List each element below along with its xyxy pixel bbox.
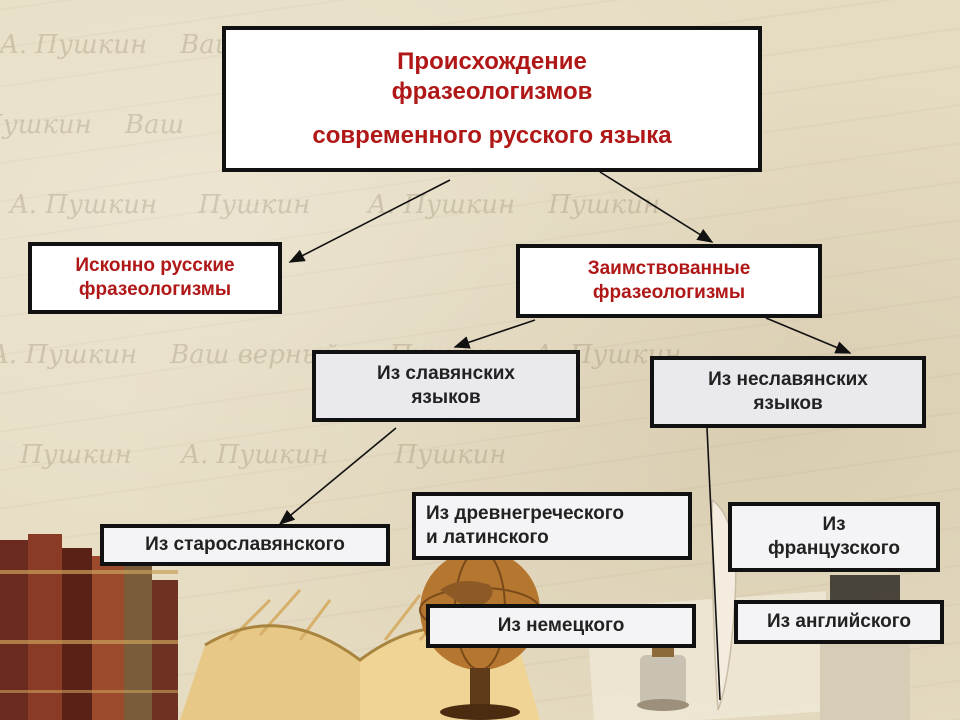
arrow-borrowed-to-nonslavic [765, 317, 852, 354]
borrowed-line-1: Заимствованные [587, 258, 751, 280]
root-title-line-3: современного русского языка [312, 122, 672, 149]
arrow-root-to-borrowed [599, 171, 714, 243]
node-from-french: Из французского [728, 502, 940, 572]
arrow-root-to-native [288, 179, 451, 263]
french-line-2: французского [768, 538, 900, 559]
greek-latin-line-1: Из древнегреческого [426, 503, 624, 525]
french-line-1: Из [822, 514, 846, 536]
borrowed-line-2: фразеологизмы [592, 282, 746, 303]
node-from-non-slavic-languages: Из неславянских языков [650, 356, 926, 428]
greek-latin-line-2: и латинского [426, 527, 549, 548]
node-native-phraseologisms: Исконно русские фразеологизмы [28, 242, 282, 314]
node-borrowed-phraseologisms: Заимствованные фразеологизмы [516, 244, 822, 318]
native-line-2: фразеологизмы [78, 279, 232, 300]
book-stack-icon [0, 534, 178, 720]
slavic-line-2: языков [411, 387, 481, 408]
node-from-slavic-languages: Из славянских языков [312, 350, 580, 422]
arrow-slavic-to-oldslavonic [278, 427, 397, 526]
english-line-1: Из английского [767, 611, 911, 633]
root-title-line-1: Происхождение [397, 48, 587, 75]
inkwell-icon [637, 643, 689, 711]
german-line-1: Из немецкого [497, 615, 625, 637]
native-line-1: Исконно русские [75, 255, 235, 277]
line-nonslavic-trunk [706, 427, 721, 701]
node-from-german: Из немецкого [426, 604, 696, 648]
oldslavonic-line-1: Из старославянского [145, 534, 345, 556]
root-node-origin: Происхождение фразеологизмов современног… [222, 26, 762, 172]
root-title-line-2: фразеологизмов [391, 78, 593, 105]
nonslavic-line-1: Из неславянских [708, 369, 868, 391]
node-from-greek-and-latin: Из древнегреческого и латинского [412, 492, 692, 560]
slavic-line-1: Из славянских [377, 363, 515, 385]
arrow-borrowed-to-slavic [453, 319, 536, 349]
node-from-old-slavonic: Из старославянского [100, 524, 390, 566]
node-from-english: Из английского [734, 600, 944, 644]
nonslavic-line-2: языков [753, 393, 823, 414]
